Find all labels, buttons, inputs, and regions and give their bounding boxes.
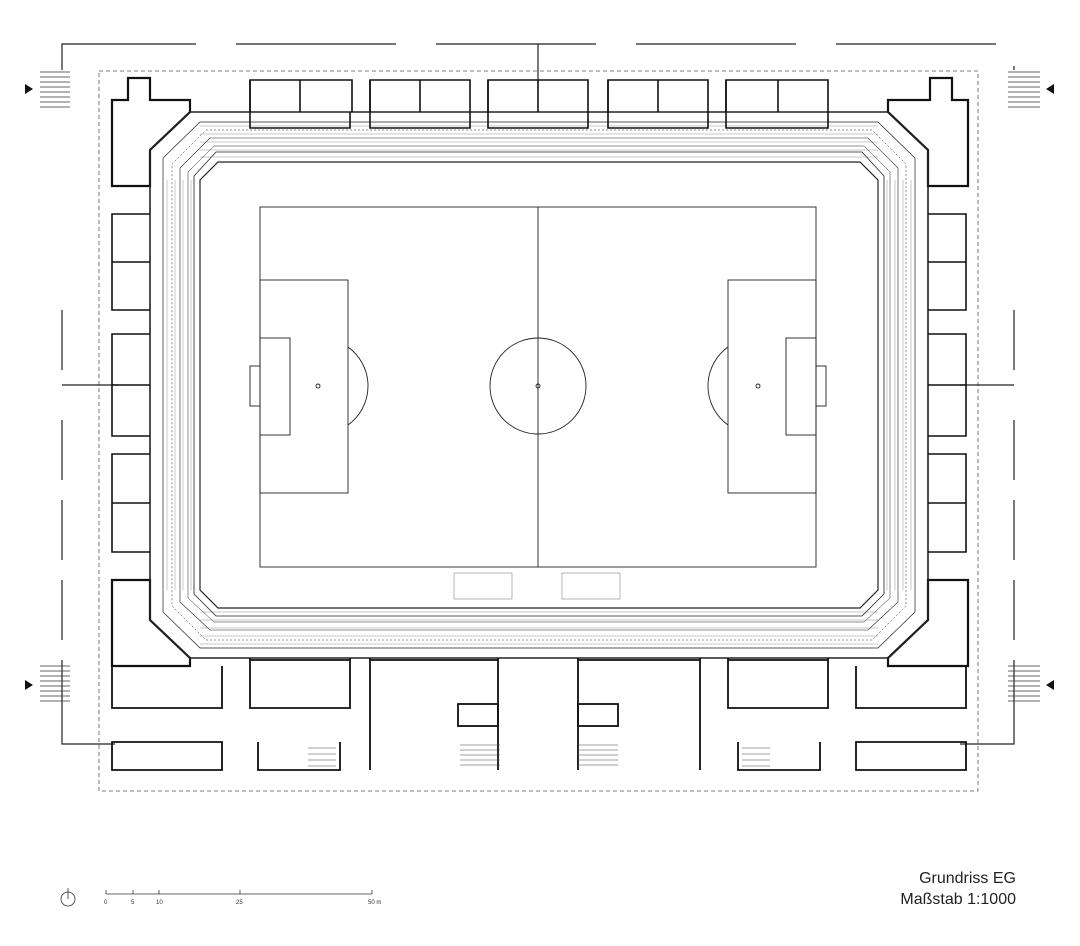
scale-tick-label: 10 <box>156 900 163 906</box>
scale-tick-label: 0 <box>104 900 108 906</box>
site-boundary <box>98 70 979 792</box>
section-marker-nw <box>25 71 70 108</box>
section-arrow-icon <box>25 680 33 690</box>
side-structures-left <box>111 213 150 553</box>
side-structures-right <box>928 213 967 553</box>
penalty-area-left <box>259 279 349 494</box>
section-cut-lines <box>61 43 1015 745</box>
scale-tick-label: 25 <box>236 900 243 906</box>
penalty-spot-left <box>315 383 321 389</box>
scale-bar-labels: 0 5 10 25 50 m <box>104 900 381 906</box>
center-spot <box>535 383 541 389</box>
scale-tick-label: 5 <box>131 900 135 906</box>
scale-bar <box>105 890 373 895</box>
lower-structures <box>111 658 967 771</box>
stands-ring <box>149 111 929 659</box>
top-box-dividers <box>299 80 779 112</box>
penalty-arc-right <box>707 346 729 426</box>
stair-cores <box>308 744 770 767</box>
upper-structures-top <box>249 79 829 129</box>
team-benches <box>453 572 621 600</box>
goal-area-left <box>259 337 291 436</box>
section-marker-se <box>1008 665 1054 702</box>
section-arrow-icon <box>1046 84 1054 94</box>
goal-right <box>815 365 827 407</box>
stadium-outer-wall <box>110 76 970 668</box>
section-arrow-icon <box>1046 680 1054 690</box>
section-marker-ne <box>1008 71 1054 108</box>
section-marker-sw <box>25 665 70 702</box>
seating-rows <box>166 125 912 645</box>
goal-left <box>249 365 261 407</box>
penalty-spot-right <box>755 383 761 389</box>
football-pitch <box>249 206 827 568</box>
goal-area-right <box>785 337 817 436</box>
penalty-area-right <box>727 279 817 494</box>
section-arrow-icon <box>25 84 33 94</box>
center-circle <box>489 337 587 435</box>
drawing-title-block: Grundriss EG Maßstab 1:1000 <box>900 868 1016 910</box>
penalty-arc-left <box>347 346 369 426</box>
north-arrow-icon <box>60 888 76 907</box>
scale-tick-label: 50 m <box>368 900 381 906</box>
drawing-scale: Maßstab 1:1000 <box>900 891 1016 908</box>
drawing-title: Grundriss EG <box>919 870 1016 887</box>
